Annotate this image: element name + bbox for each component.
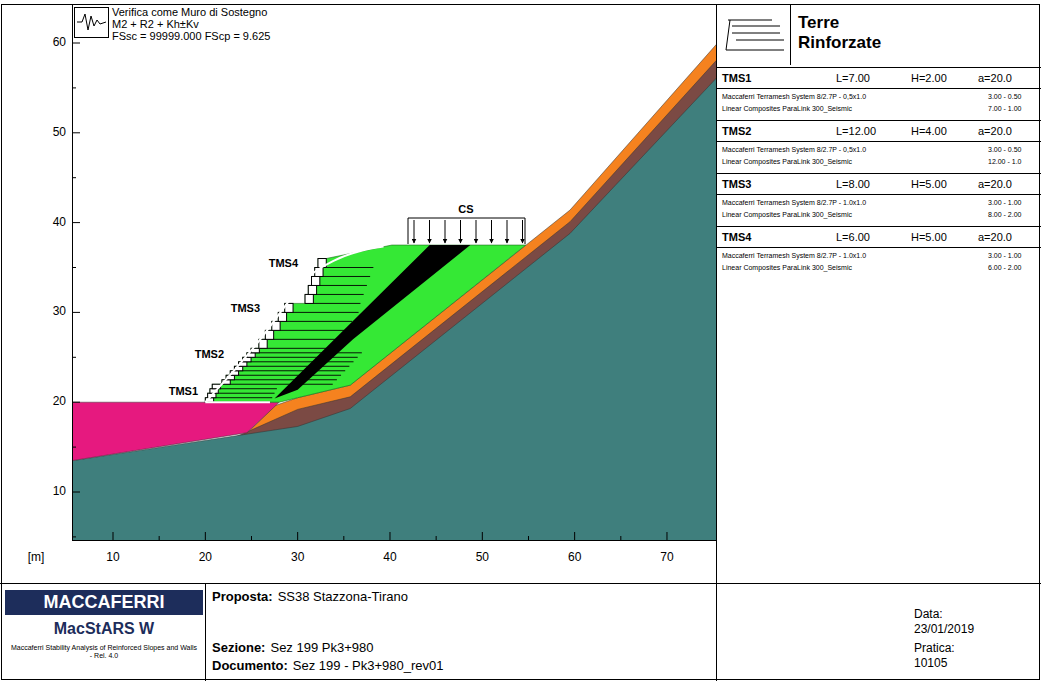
axis-tick-label: 50 (476, 551, 489, 564)
node-text: L=8.00 (836, 178, 870, 191)
node-text: H=5.00 (911, 231, 947, 244)
node-text: 23/01/2019 (914, 623, 974, 637)
part-label: CS (458, 203, 473, 215)
info-box: MACCAFERRI MacStARS W Maccaferri Stability… (5, 586, 203, 680)
node-text: a=20.0 (978, 125, 1012, 138)
part-label: TMS3 (231, 302, 260, 314)
node-text: FSsc = 99999.000 FScp = 9.625 (112, 30, 270, 43)
node-text: 8.00 - 2.00 (988, 211, 1021, 219)
node-text: Data: (914, 608, 943, 622)
axis-tick-label: 50 (53, 126, 66, 139)
reinforced-icon (726, 20, 784, 50)
slip-base (205, 401, 270, 403)
node-text: L=12.00 (836, 125, 876, 138)
foundation-soil (72, 402, 279, 461)
reinforced-fill (205, 245, 525, 402)
node-text: Maccaferri Terramesh System 8/2.7P - 1.0… (722, 252, 866, 260)
axis-tick-label: 10 (53, 485, 66, 498)
info-box: Proposta: SS38 Stazzona-TiranoSezione: Sez… (206, 584, 716, 681)
node-text: a=20.0 (978, 72, 1012, 85)
axis-tick-label: 60 (53, 36, 66, 49)
frame-lines (0, 5, 1041, 681)
node-text: 3.00 - 0.50 (988, 146, 1021, 154)
node-text: Linear Composites ParaLink 300_Seismic (722, 211, 852, 219)
axis-tick-label: 20 (53, 396, 66, 409)
node-text: 3.00 - 1.00 (988, 252, 1021, 260)
node-text: Sez 199 - Pk3+980_rev01 (293, 659, 444, 674)
node-text: MACCAFERRI (5, 590, 203, 615)
part-label: TMS2 (195, 348, 224, 360)
surcharge-load (408, 218, 525, 244)
axis-tick-label: 30 (53, 306, 66, 319)
info-box: Data:23/01/2019Pratica:10105 (717, 584, 1041, 681)
node-text: 6.00 - 2.00 (988, 264, 1021, 272)
node-text: Maccaferri Terramesh System 8/2.7P - 0,5… (722, 93, 866, 101)
node-text: Linear Composites ParaLink 300_Seismic (722, 105, 852, 113)
node-text: MacStARS W (5, 620, 203, 638)
info-box: Terre RinforzateTMS1L=7.00H=2.00a=20.0Ma… (716, 5, 1041, 583)
node-text: Pratica: (914, 642, 955, 656)
part-label: TMS4 (269, 257, 298, 269)
node-text: Maccaferri Terramesh System 8/2.7P - 0,5… (722, 146, 866, 154)
node-text: TMS1 (722, 72, 751, 85)
node-text: a=20.0 (978, 178, 1012, 191)
node-text: L=7.00 (836, 72, 870, 85)
node-text: Linear Composites ParaLink 300_Seismic (722, 264, 852, 272)
node-text: M2 + R2 + Kh±Kv (112, 18, 199, 31)
slip-surface (205, 246, 383, 402)
axis-tick-label: 10 (106, 551, 119, 564)
node-text: TMS3 (722, 178, 751, 191)
axis-tick-label: 30 (291, 551, 304, 564)
node-text: Proposta: (212, 590, 273, 605)
node-text: H=4.00 (911, 125, 947, 138)
node-text: L=6.00 (836, 231, 870, 244)
axis-tick-label: 70 (660, 551, 673, 564)
part-label: TMS1 (169, 385, 198, 397)
node-text: Maccaferri Stability Analysis of Reinfor… (9, 644, 199, 660)
node-text: H=5.00 (911, 178, 947, 191)
node-text: Sezione: (212, 641, 265, 656)
bedrock-layer (72, 72, 716, 540)
node-text: TMS2 (722, 125, 751, 138)
table-row: TMS4 L=6.00 H=5.00 a=20.0Maccaferri Terrame… (716, 226, 1041, 279)
info-box: Verifica come Muro di SostegnoM2 + R2 + … (112, 6, 382, 46)
axis-tick-label: 40 (53, 216, 66, 229)
table-row: TMS2 L=12.00 H=4.00 a=20.0Maccaferri Terram… (716, 120, 1041, 173)
node-text: Documento: (212, 659, 288, 674)
axes (72, 5, 716, 541)
cross-section (72, 38, 716, 540)
node-text: 3.00 - 0.50 (988, 93, 1021, 101)
result-icon (75, 8, 109, 38)
node-text: 12.00 - 1.0 (988, 158, 1021, 166)
node-text: SS38 Stazzona-Tirano (278, 590, 408, 605)
node-text: Sez 199 Pk3+980 (270, 641, 373, 656)
node-text: Linear Composites ParaLink 300_Seismic (722, 158, 852, 166)
node-text: 10105 (914, 657, 947, 671)
node-text: TMS4 (722, 231, 751, 244)
gabion-facing (205, 259, 326, 403)
node-text: 3.00 - 1.00 (988, 199, 1021, 207)
table-row: TMS1 L=7.00 H=2.00 a=20.0Maccaferri Terrame… (716, 67, 1041, 120)
reinforcement-lines (205, 268, 373, 403)
axis-tick-label: 60 (568, 551, 581, 564)
node-text: a=20.0 (978, 231, 1012, 244)
axis-tick-label: 20 (199, 551, 212, 564)
axis-tick-label: 40 (383, 551, 396, 564)
table-row: TMS3 L=8.00 H=5.00 a=20.0Maccaferri Terrame… (716, 173, 1041, 226)
node-text: Verifica come Muro di Sostegno (112, 6, 267, 19)
node-text: Terre Rinforzate (798, 13, 908, 52)
node-text: 7.00 - 1.00 (988, 105, 1021, 113)
unit-label: [m] (28, 551, 45, 564)
node-text: Maccaferri Terramesh System 8/2.7P - 1.0… (722, 199, 866, 207)
node-text: H=2.00 (911, 72, 947, 85)
